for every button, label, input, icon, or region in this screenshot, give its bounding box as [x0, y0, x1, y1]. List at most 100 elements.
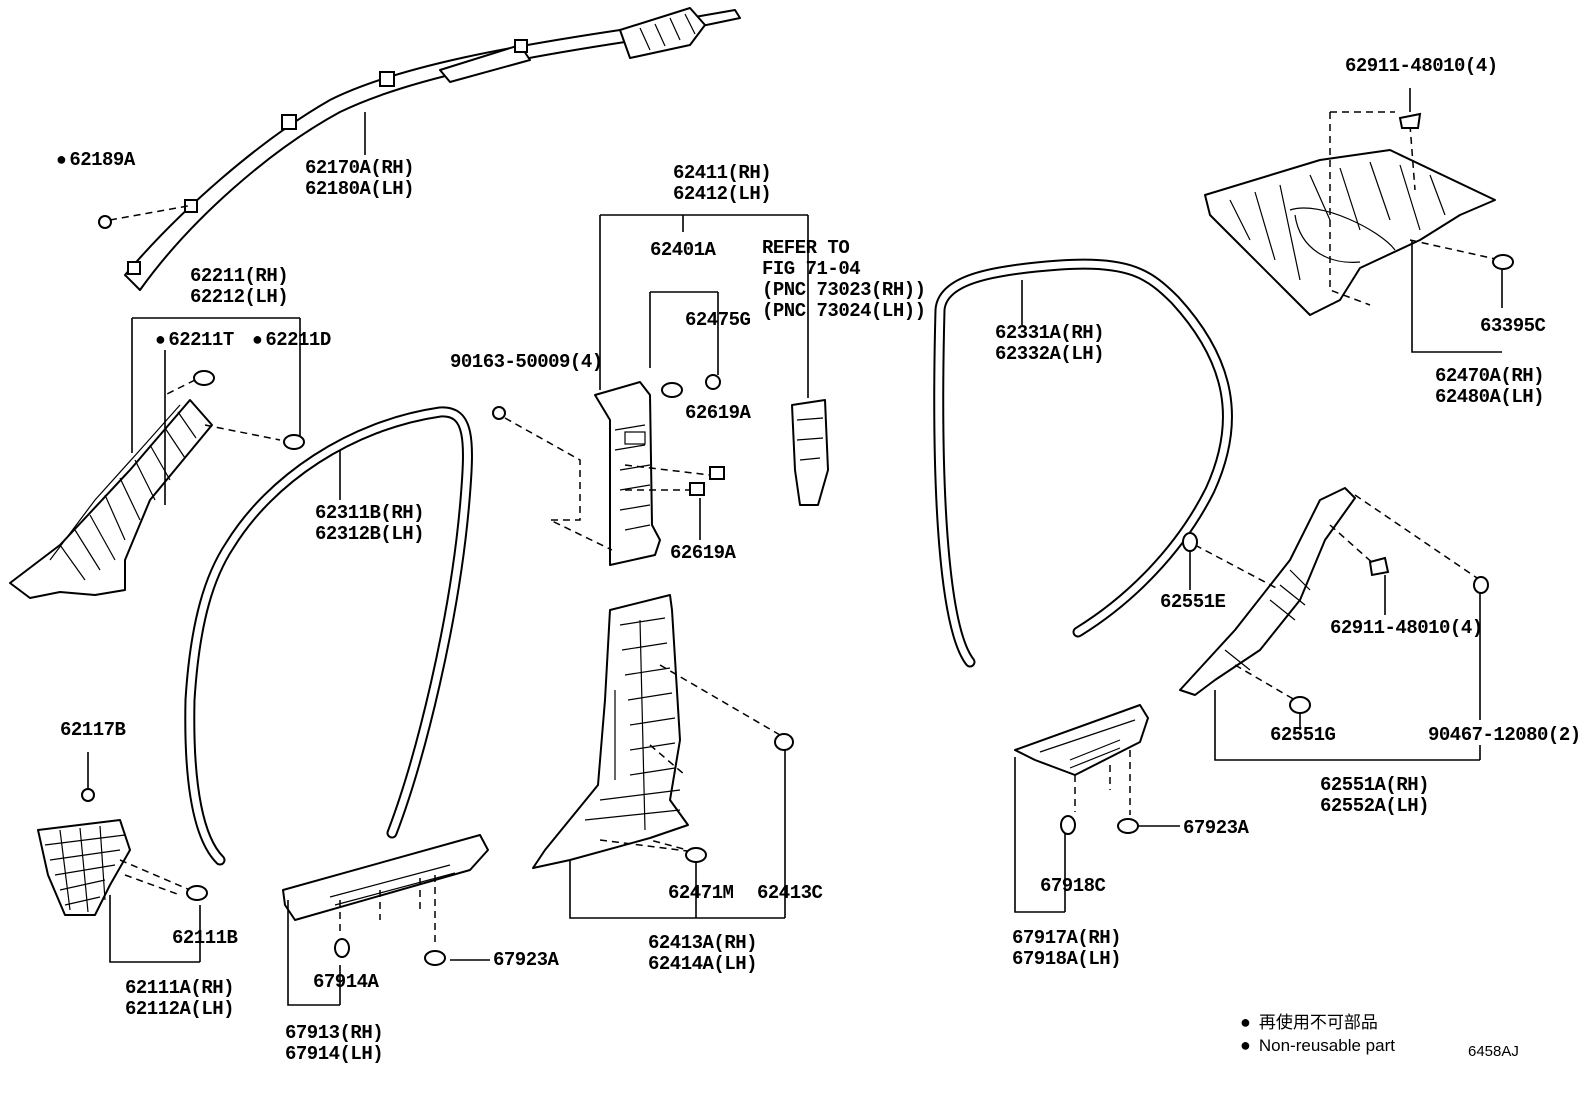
- leader-62551: [1189, 550, 1481, 761]
- label-62911-mid: 62911-48010(4): [1330, 617, 1483, 639]
- dash-67913: [339, 875, 436, 945]
- legend-japanese-text: 再使用不可部品: [1258, 1013, 1378, 1032]
- seat-belt-anchor-drawing: [791, 399, 829, 506]
- label-62111a-rh: 62111A(RH): [125, 977, 235, 999]
- label-62551a-rh: 62551A(RH): [1320, 774, 1430, 796]
- label-67918c: 67918C: [1040, 875, 1106, 897]
- legend-bullet-icon: ●: [1240, 1035, 1251, 1055]
- leader-67913: [287, 900, 490, 1006]
- label-62412-lh: 62412(LH): [673, 183, 772, 205]
- label-62551g: 62551G: [1270, 724, 1336, 746]
- legend-bullet-icon: ●: [1240, 1012, 1251, 1032]
- clip-67923a-left: [424, 950, 446, 966]
- label-62211t: 62211T: [155, 330, 234, 352]
- label-62189a: 62189A: [56, 150, 135, 172]
- label-refer-line4: (PNC 73024(LH)): [762, 300, 926, 322]
- label-62211-rh: 62211(RH): [190, 265, 289, 287]
- quarter-trim-drawing: [1179, 487, 1356, 696]
- label-90163: 90163-50009(4): [450, 351, 603, 373]
- label-63395c: 63395C: [1480, 315, 1546, 337]
- label-62331a-rh: 62331A(RH): [995, 322, 1105, 344]
- clip-90467: [1473, 576, 1489, 594]
- label-62413c: 62413C: [757, 882, 823, 904]
- dash-62551: [1194, 494, 1481, 701]
- front-scuff-plate-drawing: [282, 834, 489, 921]
- clip-62475g: [661, 382, 683, 398]
- label-62211d: 62211D: [252, 330, 331, 352]
- label-refer-line3: (PNC 73023(RH)): [762, 279, 926, 301]
- label-62471m: 62471M: [668, 882, 734, 904]
- label-62551e: 62551E: [1160, 591, 1226, 613]
- legend-english-text: Non-reusable part: [1258, 1036, 1395, 1055]
- label-62470a-rh: 62470A(RH): [1435, 365, 1545, 387]
- label-62619a-bottom: 62619A: [670, 542, 736, 564]
- label-62480a-lh: 62480A(LH): [1435, 386, 1545, 408]
- dash-62411: [504, 417, 711, 551]
- clip-63395c: [1492, 254, 1514, 270]
- clip-62551e: [1182, 532, 1198, 552]
- clip-62189a: [98, 215, 112, 229]
- leader-67917a: [1014, 757, 1180, 913]
- clip-62619a-top: [709, 466, 725, 480]
- label-67913-rh: 67913(RH): [285, 1022, 384, 1044]
- front-door-weatherstrip-drawing: [184, 406, 473, 866]
- center-pillar-lower-drawing: [532, 594, 689, 869]
- dash-62211: [164, 379, 281, 441]
- label-67923a-right: 67923A: [1183, 817, 1249, 839]
- label-67917a-rh: 67917A(RH): [1012, 927, 1122, 949]
- label-refer-line2: FIG 71-04: [762, 258, 861, 280]
- clip-67918c: [1060, 815, 1076, 835]
- dash-67917a: [1074, 750, 1131, 815]
- leader-62211: [131, 317, 301, 505]
- clip-67923a-right: [1117, 818, 1139, 834]
- clip-67914a: [334, 938, 350, 958]
- front-pillar-garnish-drawing: [9, 399, 213, 599]
- label-62111b: 62111B: [172, 927, 238, 949]
- label-62170a-rh: 62170A(RH): [305, 157, 415, 179]
- clip-62111b: [186, 885, 208, 901]
- label-90467: 90467-12080(2): [1428, 724, 1581, 746]
- rear-package-trim-drawing: [1204, 149, 1496, 316]
- clip-62619a-bot: [689, 482, 705, 496]
- center-pillar-upper-drawing: [594, 381, 661, 566]
- label-62619a-top: 62619A: [685, 402, 751, 424]
- clip-62911-top: [1398, 112, 1422, 129]
- leader-62411: [599, 214, 809, 540]
- cowl-side-trim-drawing: [37, 819, 131, 916]
- rear-door-weatherstrip-drawing: [933, 258, 1233, 668]
- leader-62413: [569, 750, 786, 919]
- label-62911-top: 62911-48010(4): [1345, 55, 1498, 77]
- legend-japanese: ● 再使用不可部品: [1240, 1008, 1378, 1033]
- dash-62413: [599, 664, 781, 853]
- clip-62911-mid: [1368, 556, 1390, 577]
- label-62312b-lh: 62312B(LH): [315, 523, 425, 545]
- label-67923a-left: 67923A: [493, 949, 559, 971]
- label-62414a-lh: 62414A(LH): [648, 953, 758, 975]
- legend-english: ● Non-reusable part: [1240, 1035, 1395, 1056]
- figure-code: 6458AJ: [1468, 1043, 1519, 1060]
- label-62112a-lh: 62112A(LH): [125, 998, 235, 1020]
- leader-62470a: [1409, 88, 1503, 353]
- clip-62413c: [774, 733, 794, 751]
- label-62475g: 62475G: [685, 309, 751, 331]
- clip-62211d: [283, 434, 305, 450]
- label-67918a-lh: 67918A(LH): [1012, 948, 1122, 970]
- label-62552a-lh: 62552A(LH): [1320, 795, 1430, 817]
- roof-side-garnish-drawing: [124, 7, 741, 291]
- dash-62111b: [119, 859, 191, 896]
- label-67914-lh: 67914(LH): [285, 1043, 384, 1065]
- label-62180a-lh: 62180A(LH): [305, 178, 415, 200]
- bolt-90163: [492, 406, 506, 420]
- clip-62551g: [1289, 696, 1311, 714]
- clip-62401a: [705, 374, 721, 390]
- label-refer-line1: REFER TO: [762, 237, 850, 259]
- rear-scuff-plate-drawing: [1014, 704, 1149, 776]
- label-62411-rh: 62411(RH): [673, 162, 772, 184]
- leader-62111: [87, 752, 201, 963]
- label-62117b: 62117B: [60, 719, 126, 741]
- label-62413a-rh: 62413A(RH): [648, 932, 758, 954]
- label-67914a: 67914A: [313, 971, 379, 993]
- dash-62189a: [109, 205, 189, 221]
